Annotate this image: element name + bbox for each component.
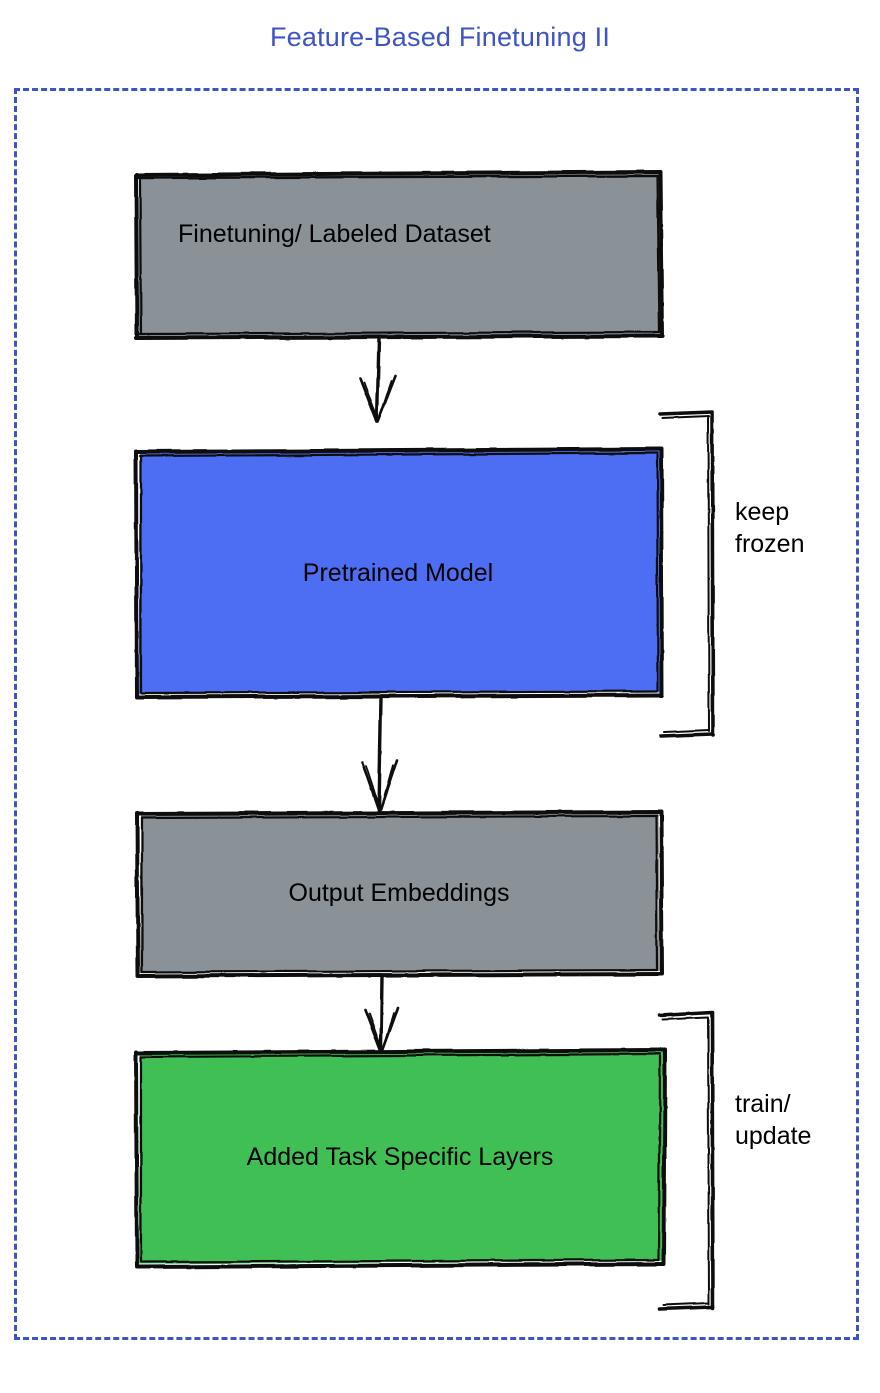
node-embeddings-shape <box>135 810 664 978</box>
arrow-embeddings-to-layers <box>363 974 400 1054</box>
node-embeddings[interactable]: Output Embeddings <box>138 812 660 974</box>
node-embeddings-label: Output Embeddings <box>288 879 510 907</box>
page-title: Feature-Based Finetuning II <box>269 22 611 52</box>
node-layers-label: Added Task Specific Layers <box>246 1142 554 1171</box>
node-dataset-label: Finetuning/ Labeled Dataset <box>178 220 491 248</box>
arrow-dataset-to-pretrained <box>358 336 398 424</box>
annotation-keep-frozen: keep frozen <box>735 498 805 558</box>
arrow-pretrained-to-embeddings <box>360 695 399 813</box>
node-pretrained[interactable]: Pretrained Model <box>136 450 660 696</box>
diagram-frame <box>14 88 859 1340</box>
node-pretrained-label: Pretrained Model <box>302 559 494 587</box>
node-dataset-shape <box>134 170 664 340</box>
node-pretrained-shape <box>134 447 664 699</box>
annotation-train-update: train/ update <box>735 1090 812 1150</box>
bracket-keep-frozen <box>658 410 715 738</box>
node-dataset[interactable]: Finetuning/ Labeled Dataset <box>136 174 660 336</box>
node-layers[interactable]: Added Task Specific Layers <box>136 1050 664 1263</box>
node-layers-shape <box>134 1048 667 1269</box>
bracket-train-update <box>657 1010 715 1311</box>
